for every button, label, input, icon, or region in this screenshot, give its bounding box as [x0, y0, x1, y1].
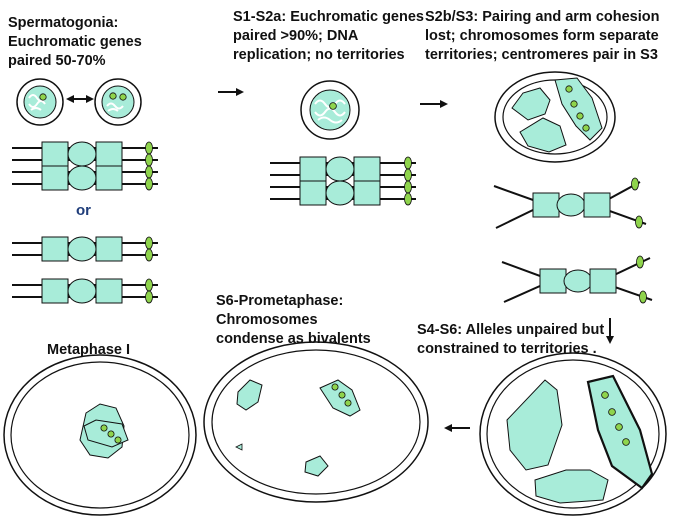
cell-s6 [203, 341, 429, 503]
label-spermatogonia: Spermatogonia: Euchromatic genes paired … [8, 15, 142, 69]
metaphase-panel [3, 354, 197, 516]
label-or: or [76, 202, 91, 219]
chromosome-set-s1 [270, 156, 416, 206]
cell-left [16, 78, 64, 126]
chromosome-set-unpaired-b [12, 278, 158, 304]
chromosome-set-unpaired-a [12, 236, 158, 262]
label-s1-s2a: S1-S2a: Euchromatic genes paired >90%; D… [233, 9, 424, 63]
cell-s4 [479, 352, 667, 516]
label-metaphase: Metaphase I [47, 342, 130, 358]
cell-metaphase [3, 354, 197, 516]
s2b-s3-panel [493, 71, 653, 304]
s4-s6-panel [479, 352, 667, 516]
s1-s2a-panel [270, 80, 416, 206]
cell-s3 [494, 71, 616, 163]
s6-prometaphase-panel [203, 341, 429, 503]
chromosome-set-s3-a [493, 177, 647, 229]
label-s2b-s3: S2b/S3: Pairing and arm cohesion lost; c… [425, 9, 660, 63]
chromosome-set-paired-four [12, 141, 158, 191]
cell-right [94, 78, 142, 126]
spermatogonia-panel [12, 78, 158, 304]
label-s6-prometaphase: S6-Prometaphase: Chromosomes condense as… [216, 293, 371, 347]
label-s4-s6: S4-S6: Alleles unpaired but constrained … [417, 322, 605, 357]
chromosome-set-s3-b [501, 255, 653, 304]
cell-s1 [300, 80, 360, 140]
